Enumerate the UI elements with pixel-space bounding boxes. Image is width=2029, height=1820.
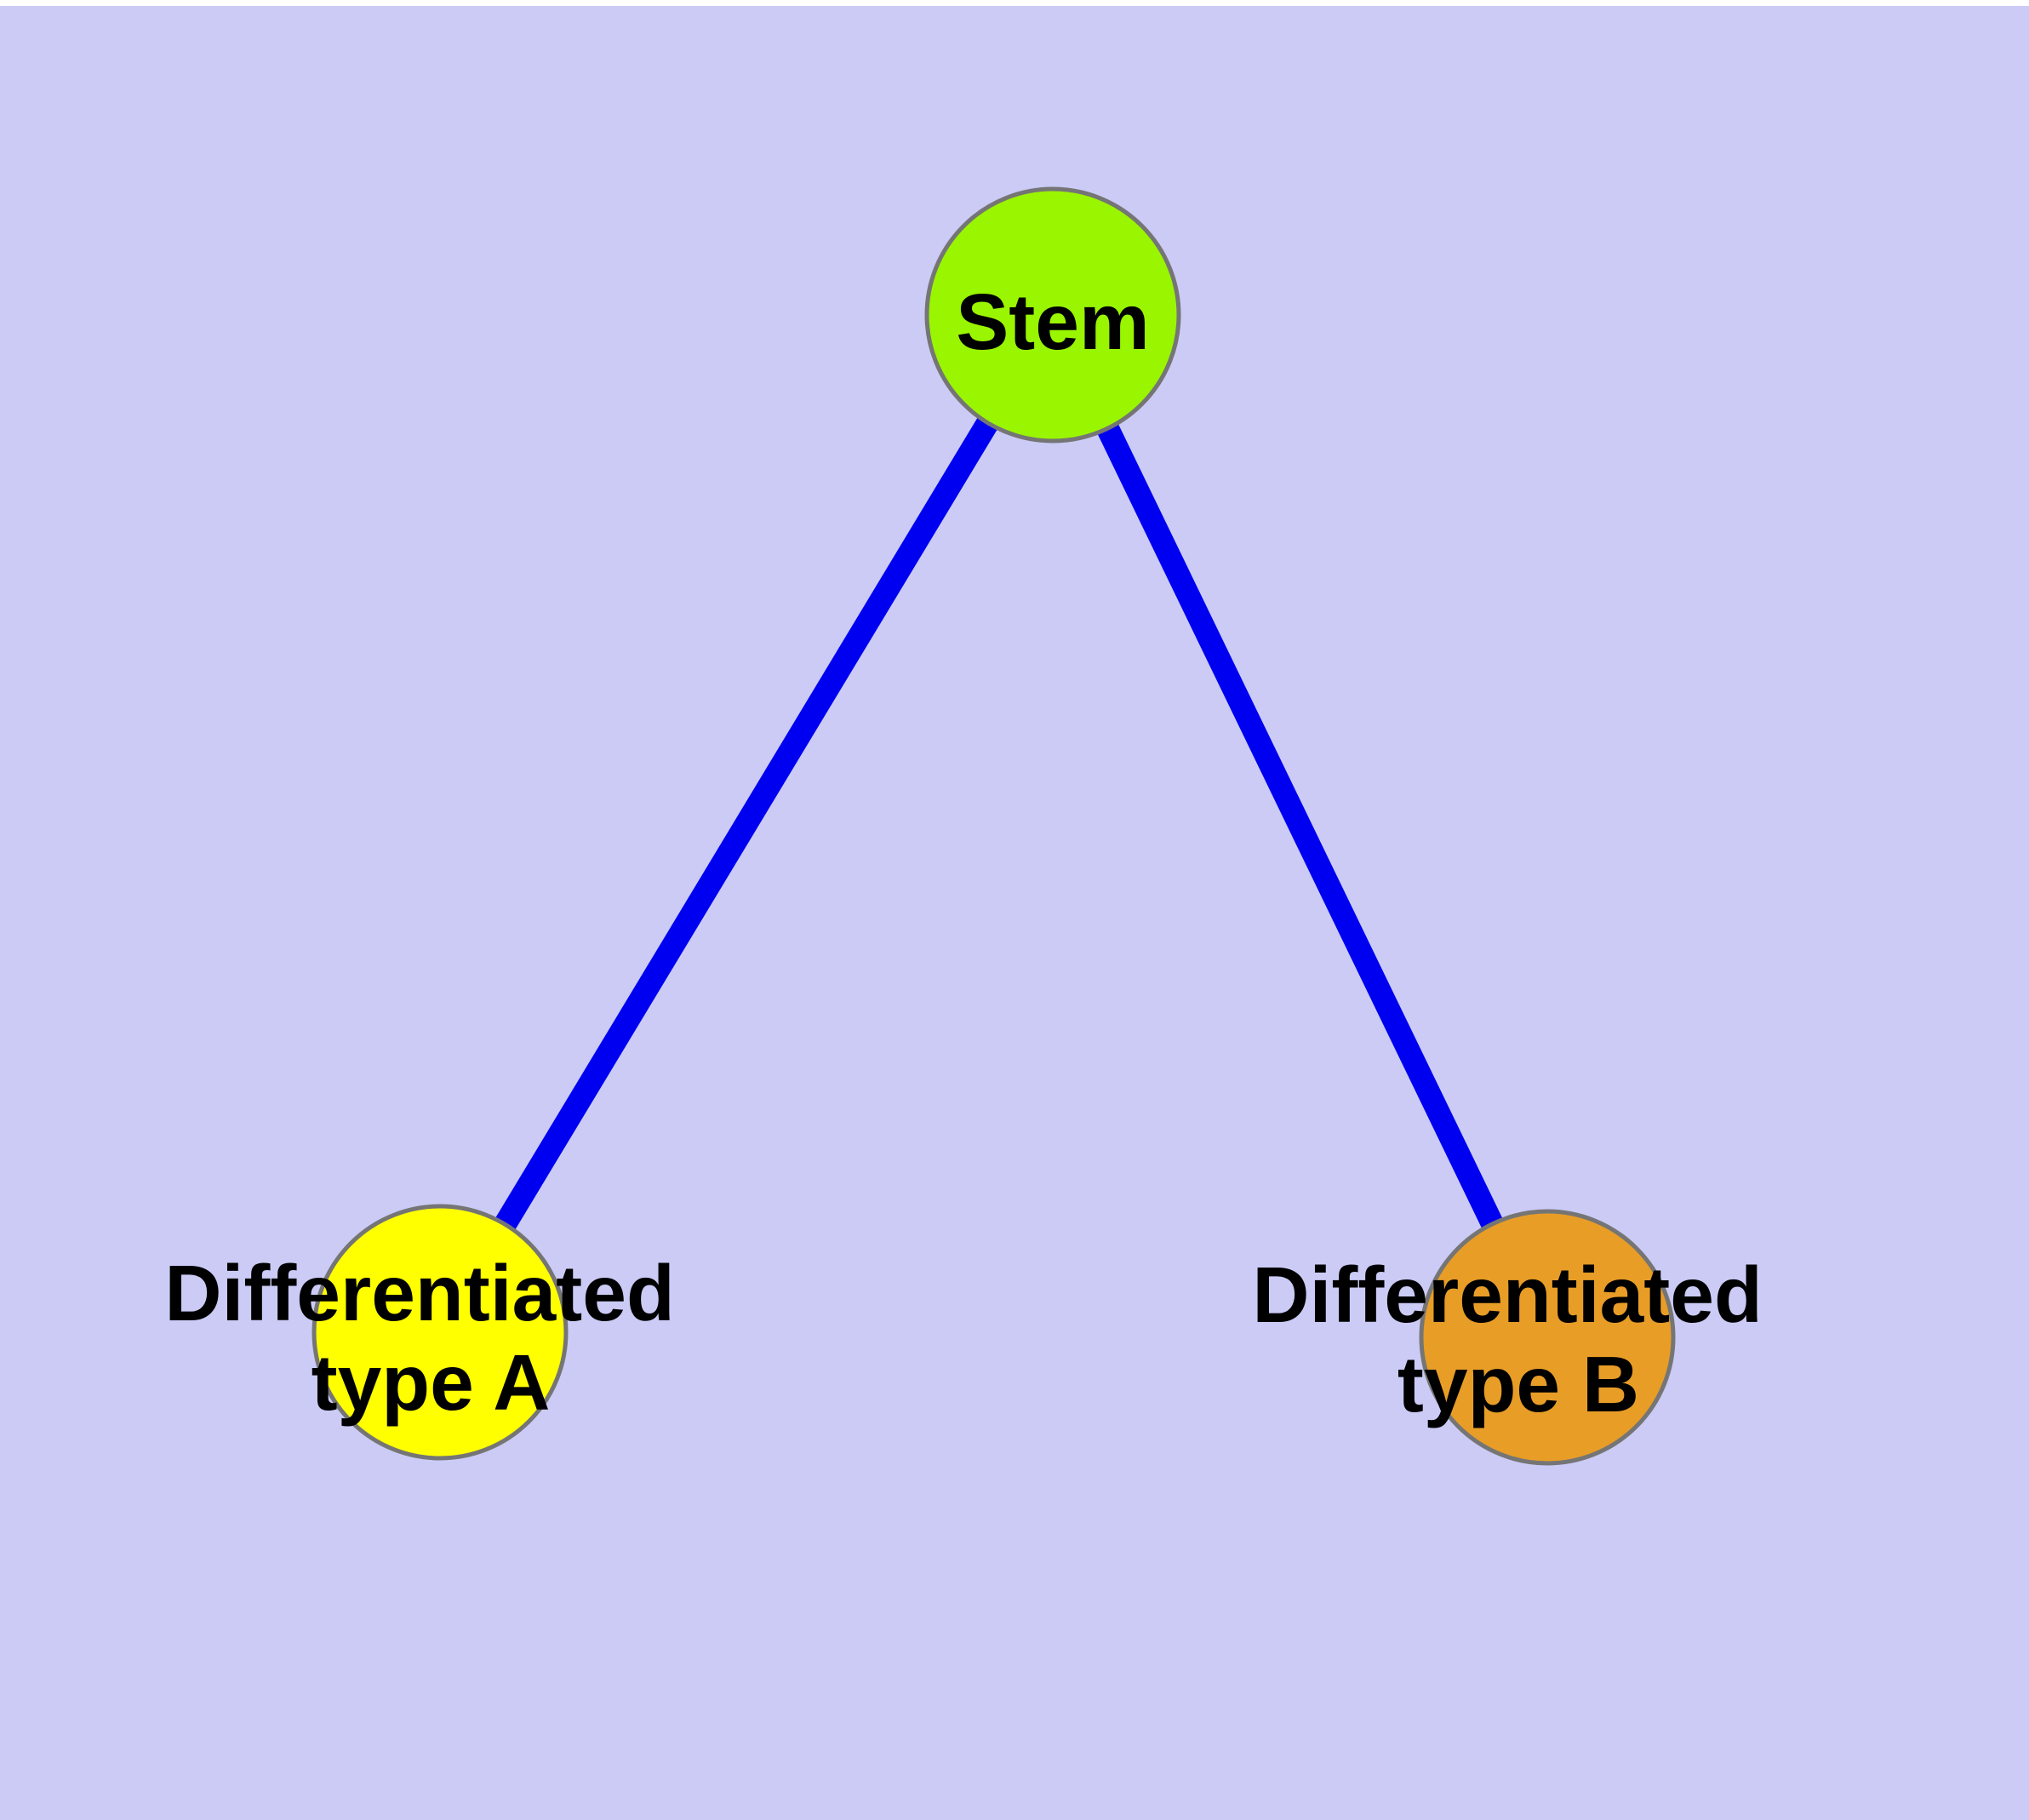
edges — [430, 309, 1558, 1342]
node-type-a-label: Differentiated type A — [164, 1249, 696, 1427]
edge-stem-to-type-b — [1042, 310, 1558, 1342]
node-differentiated-type-b: Differentiated type B — [1252, 1209, 1784, 1466]
node-type-b-label-line2: type B — [1397, 1340, 1639, 1428]
node-stem-circle — [924, 186, 1181, 444]
node-type-a-label-line1: Differentiated — [164, 1249, 674, 1337]
node-type-a-label-line2: type A — [311, 1338, 551, 1427]
node-type-b-label: Differentiated type B — [1252, 1251, 1784, 1428]
node-stem: Stem — [924, 186, 1181, 444]
edge-stem-to-type-a — [430, 309, 1063, 1338]
node-type-b-label-line1: Differentiated — [1252, 1251, 1762, 1339]
node-type-a-circle — [311, 1204, 569, 1461]
node-type-b-circle — [1419, 1209, 1676, 1466]
node-stem-label: Stem — [956, 278, 1149, 366]
node-differentiated-type-a: Differentiated type A — [164, 1204, 696, 1461]
